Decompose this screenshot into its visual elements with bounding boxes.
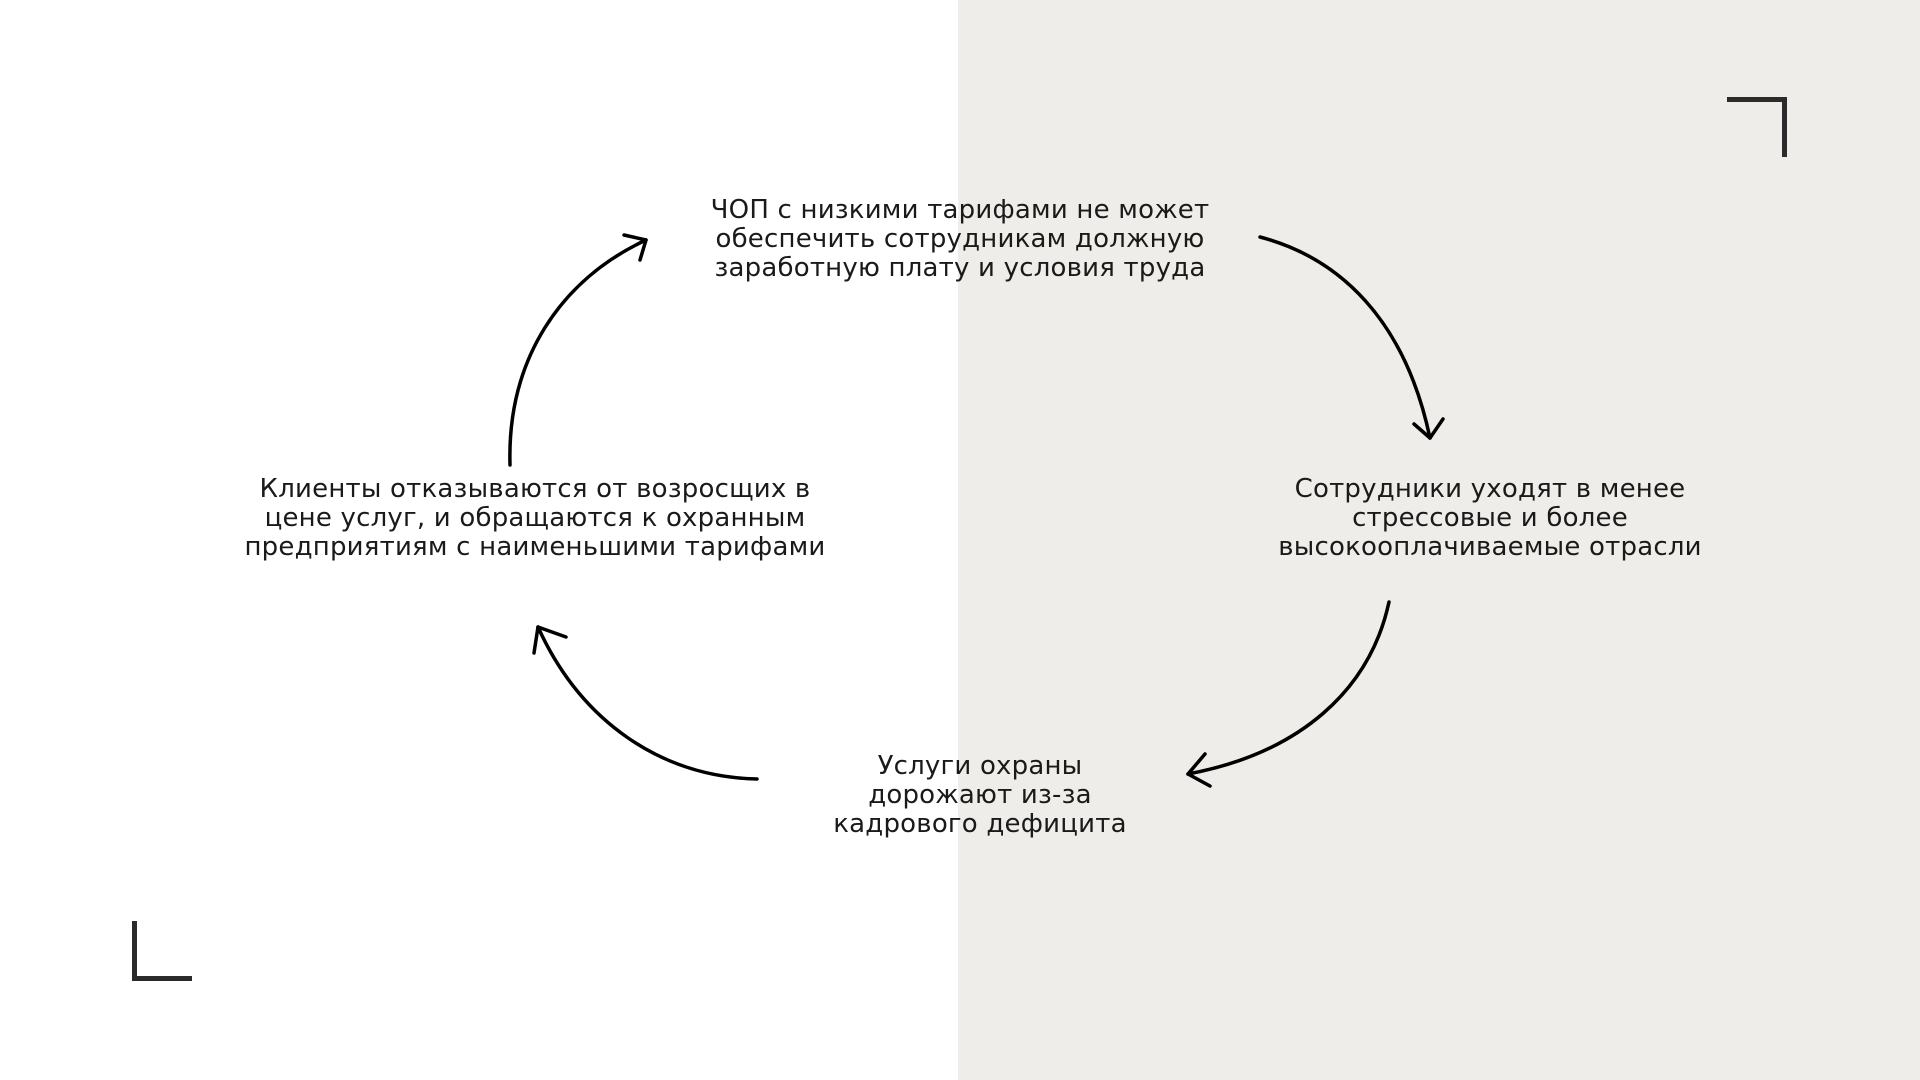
arrow-top-to-right: [1258, 235, 1445, 440]
cycle-step-low-tariffs: ЧОП с низкими тарифами не может обеспечи…: [710, 195, 1210, 283]
cycle-step-clients-refuse: Клиенты отказываются от возросщих в цене…: [244, 474, 826, 562]
left-background-panel: [0, 0, 958, 1080]
cycle-step-staff-leave: Сотрудники уходят в менее стрессовые и б…: [1278, 474, 1702, 562]
bottom-left-corner-mark: [132, 921, 192, 981]
cycle-step-price-rise: Услуги охраны дорожают из-за кадрового д…: [833, 751, 1127, 839]
top-right-corner-mark: [1727, 97, 1787, 157]
arrow-right-to-bottom: [1186, 600, 1391, 788]
right-background-panel: [958, 0, 1920, 1080]
arrow-left-to-top: [508, 233, 648, 467]
arrow-bottom-to-left: [532, 625, 759, 781]
